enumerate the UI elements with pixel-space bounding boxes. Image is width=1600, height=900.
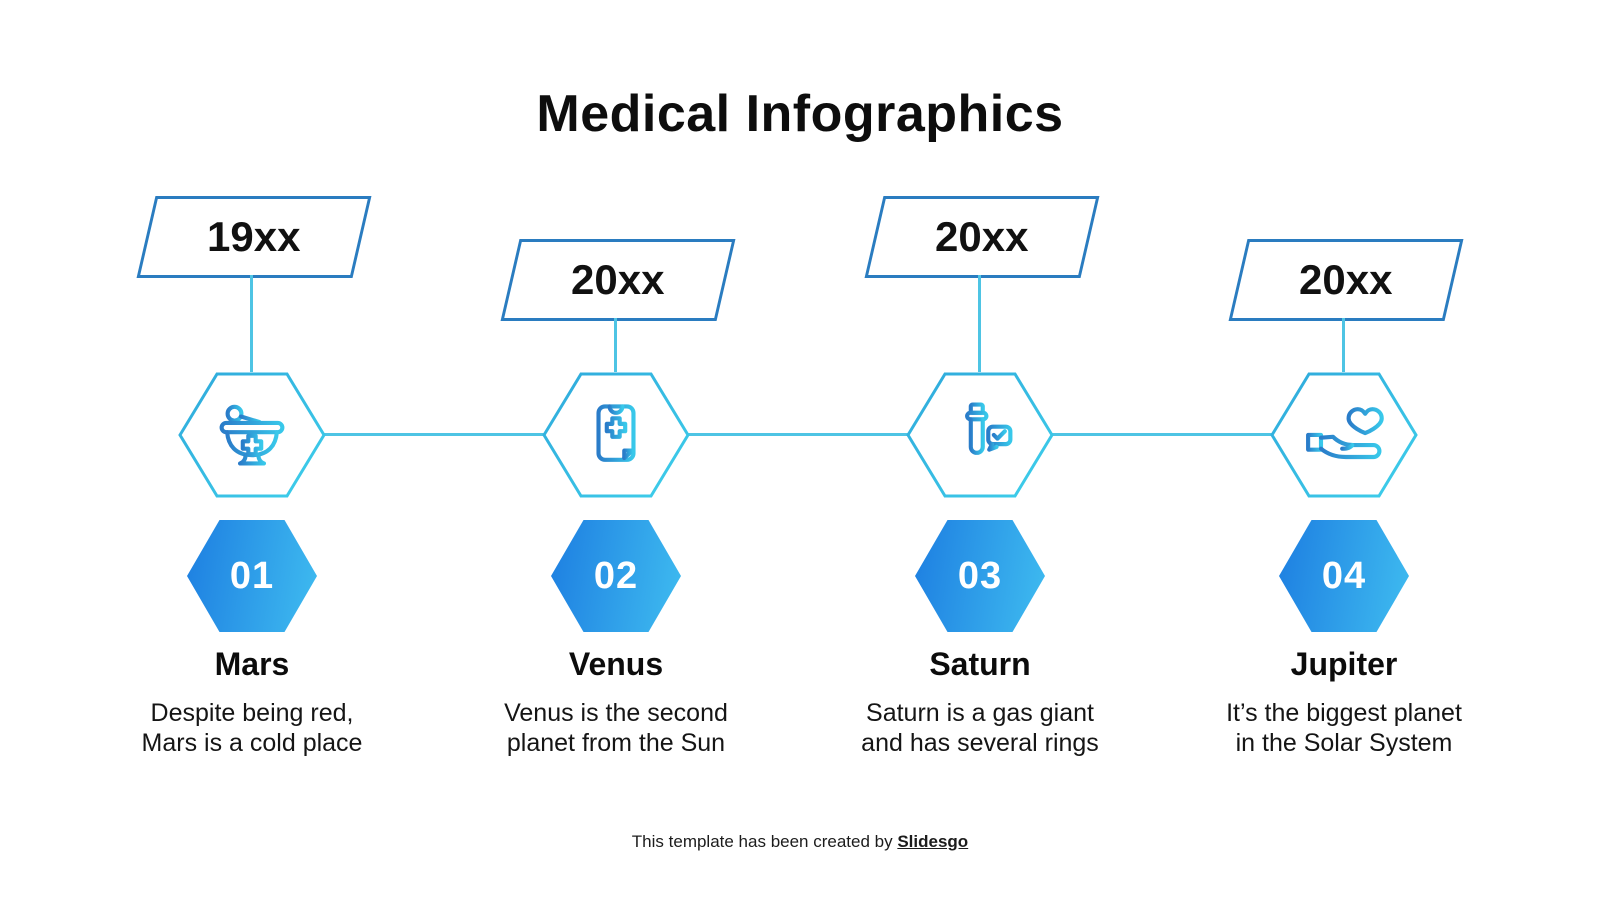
medical-chart-icon bbox=[596, 404, 636, 462]
hand-holding-heart-icon bbox=[1306, 407, 1384, 460]
test-tube-icon bbox=[965, 402, 1013, 455]
item-description: Venus is the second planet from the Sun bbox=[436, 698, 796, 758]
timeline-item-mars: 19xx 01 Mars Despite being red, Mars is … bbox=[82, 0, 422, 900]
year-box: 20xx bbox=[500, 239, 736, 321]
year-connector-line bbox=[614, 318, 617, 372]
hexagon-outline bbox=[1270, 372, 1418, 498]
description-line: Despite being red, bbox=[150, 699, 354, 727]
attribution-text: This template has been created by bbox=[631, 832, 898, 851]
item-description: Despite being red, Mars is a cold place bbox=[72, 698, 432, 758]
hexagon-outline bbox=[906, 372, 1054, 498]
attribution-footer: This template has been created by Slides… bbox=[0, 832, 1600, 852]
step-number-badge: 01 bbox=[187, 520, 317, 632]
slidesgo-link[interactable]: Slidesgo bbox=[897, 832, 969, 851]
item-title: Saturn bbox=[929, 646, 1031, 682]
timeline-connector bbox=[688, 433, 908, 436]
description-line: planet from the Sun bbox=[506, 729, 726, 757]
year-label: 20xx bbox=[571, 256, 665, 303]
timeline-connector bbox=[324, 433, 544, 436]
description-line: Saturn is a gas giant bbox=[866, 699, 1094, 727]
step-number: 01 bbox=[229, 554, 275, 597]
timeline-item-jupiter: 20xx 04 Jupiter It’s the biggest planet … bbox=[1174, 0, 1514, 900]
year-label: 19xx bbox=[207, 213, 301, 260]
year-connector-line bbox=[250, 275, 253, 372]
description-line: Mars is a cold place bbox=[141, 729, 363, 757]
item-description: Saturn is a gas giant and has several ri… bbox=[800, 698, 1160, 758]
item-title: Jupiter bbox=[1290, 646, 1398, 682]
mortar-and-pestle-icon bbox=[219, 404, 285, 470]
step-number-badge: 04 bbox=[1279, 520, 1409, 632]
step-number: 02 bbox=[593, 554, 639, 597]
timeline-item-saturn: 20xx 03 Saturn Saturn is a gas giant and… bbox=[810, 0, 1150, 900]
description-line: in the Solar System bbox=[1235, 729, 1453, 757]
description-line: It’s the biggest planet bbox=[1226, 699, 1462, 727]
step-number-badge: 03 bbox=[915, 520, 1045, 632]
item-title: Venus bbox=[568, 646, 664, 682]
year-box: 19xx bbox=[136, 196, 372, 278]
description-line: Venus is the second bbox=[504, 699, 728, 727]
year-label: 20xx bbox=[1299, 256, 1393, 303]
item-description: It’s the biggest planet in the Solar Sys… bbox=[1164, 698, 1524, 758]
year-box: 20xx bbox=[1228, 239, 1464, 321]
step-number: 03 bbox=[957, 554, 1003, 597]
step-number-badge: 02 bbox=[551, 520, 681, 632]
item-title: Mars bbox=[214, 646, 290, 682]
timeline-connector bbox=[1052, 433, 1272, 436]
year-label: 20xx bbox=[935, 213, 1029, 260]
timeline-item-venus: 20xx 02 Venus Venus is the second planet… bbox=[446, 0, 786, 900]
step-number: 04 bbox=[1321, 554, 1367, 597]
year-connector-line bbox=[978, 275, 981, 372]
description-line: and has several rings bbox=[861, 729, 1099, 757]
year-box: 20xx bbox=[864, 196, 1100, 278]
page-title: Medical Infographics bbox=[536, 85, 1064, 143]
year-connector-line bbox=[1342, 318, 1345, 372]
